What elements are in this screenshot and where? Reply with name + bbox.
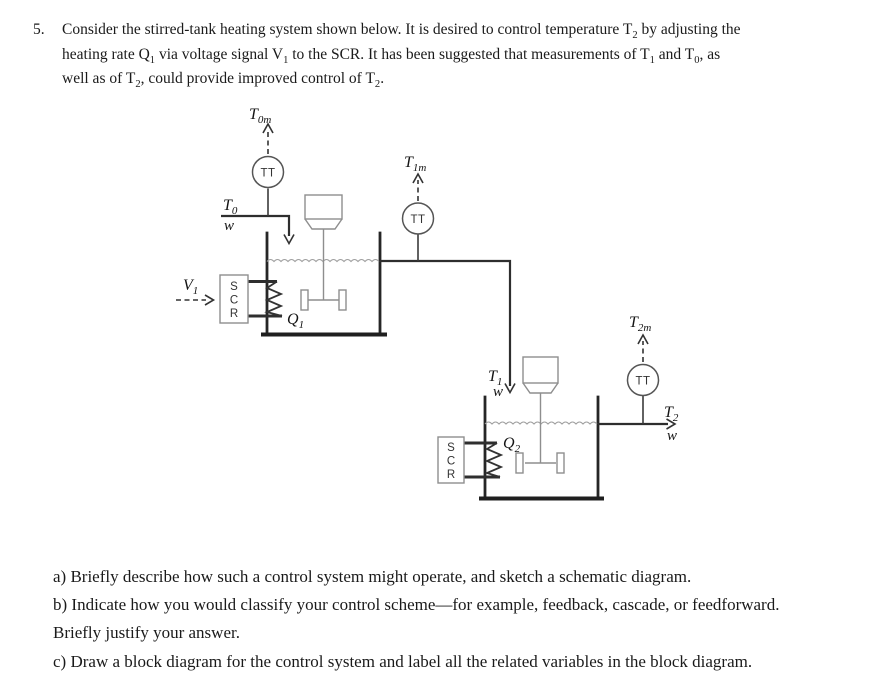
problem-line-1: Consider the stirred-tank heating system… (62, 21, 741, 42)
label-t0m: T0m (249, 106, 271, 126)
scr2-letter-c: C (447, 456, 455, 468)
stirrer1-motor-base (304, 218, 343, 230)
transfer-line-group: T1 w (380, 259, 516, 400)
stirrer1-paddle-right (338, 289, 347, 311)
questions-block: a) Briefly describe how such a control s… (53, 563, 779, 676)
tt1-transmitter (401, 202, 435, 235)
tt0-label: TT (260, 168, 275, 180)
problem-statement: 5. Consider the stirred-tank heating sys… (33, 18, 741, 92)
problem-line-2: heating rate Q1 via voltage signal V1 to… (62, 45, 721, 66)
label-t1: T1 (488, 368, 502, 388)
question-b-line1: b) Indicate how you would classify your … (53, 595, 780, 615)
tt2-transmitter (626, 363, 660, 397)
tank1-group (248, 194, 387, 337)
tt0-transmitter (251, 155, 285, 189)
tt1-label: TT (410, 214, 425, 226)
tank2-outlet-arrowhead (666, 418, 677, 430)
tt2-label: TT (635, 376, 650, 388)
question-b-line2: Briefly justify your answer. (53, 623, 240, 643)
tt0-group: TT T0m (249, 106, 285, 216)
tank2-inlet-arrowhead (504, 383, 516, 395)
scr2-letter-s: S (447, 442, 455, 454)
label-t1m: T1m (404, 154, 426, 174)
scr1-box (219, 274, 249, 324)
t1m-arrowhead (412, 172, 424, 184)
question-c: c) Draw a block diagram for the control … (53, 651, 753, 671)
label-t0: T0 (223, 197, 238, 217)
heater1-coil (264, 280, 284, 317)
label-v1: V1 (183, 277, 198, 297)
scr1-letter-c: C (230, 295, 238, 307)
question-a: a) Briefly describe how such a control s… (53, 567, 692, 586)
label-q1: Q1 (287, 311, 304, 331)
problem-number: 5. (33, 21, 45, 38)
stirrer2-motor (522, 356, 559, 384)
scr1-letter-s: S (230, 281, 238, 293)
tank2-outlet-group: T2 w (598, 404, 679, 444)
t2m-arrowhead (637, 333, 649, 345)
stirrer1-motor (304, 194, 343, 220)
label-w-inlet1: w (224, 218, 234, 234)
tank2-group (464, 356, 604, 501)
tank1-inlet-arrowhead (283, 234, 295, 246)
tt2-group: TT T2m (626, 314, 660, 424)
v1-arrowhead (204, 294, 216, 306)
heater2-coil (484, 442, 504, 478)
label-q2: Q2 (503, 435, 521, 455)
scr2-box (437, 436, 465, 484)
problem-line-3: well as of T2, could provide improved co… (62, 70, 385, 91)
label-w-outlet: w (667, 428, 677, 444)
stirrer1-paddle-left (300, 289, 309, 311)
scr2-group: S C R Q2 (437, 435, 521, 484)
scr1-group: S C R V1 Q1 (176, 274, 304, 331)
stirrer2-paddle-right (556, 452, 565, 474)
label-t2m: T2m (629, 314, 651, 334)
tank1-inlet-pipe (221, 214, 291, 236)
stirrer2-motor-base (522, 382, 559, 394)
scr2-letter-r: R (447, 469, 455, 481)
t0m-arrowhead (262, 122, 274, 134)
tt1-group: TT T1m (401, 154, 435, 261)
stirrer2-paddle-left (515, 452, 524, 474)
label-w-inlet2: w (493, 384, 503, 400)
transfer-pipe (380, 259, 512, 386)
tank1-inlet-group: T0 w (221, 197, 295, 246)
scr1-letter-r: R (230, 308, 238, 320)
label-t2: T2 (664, 404, 679, 424)
